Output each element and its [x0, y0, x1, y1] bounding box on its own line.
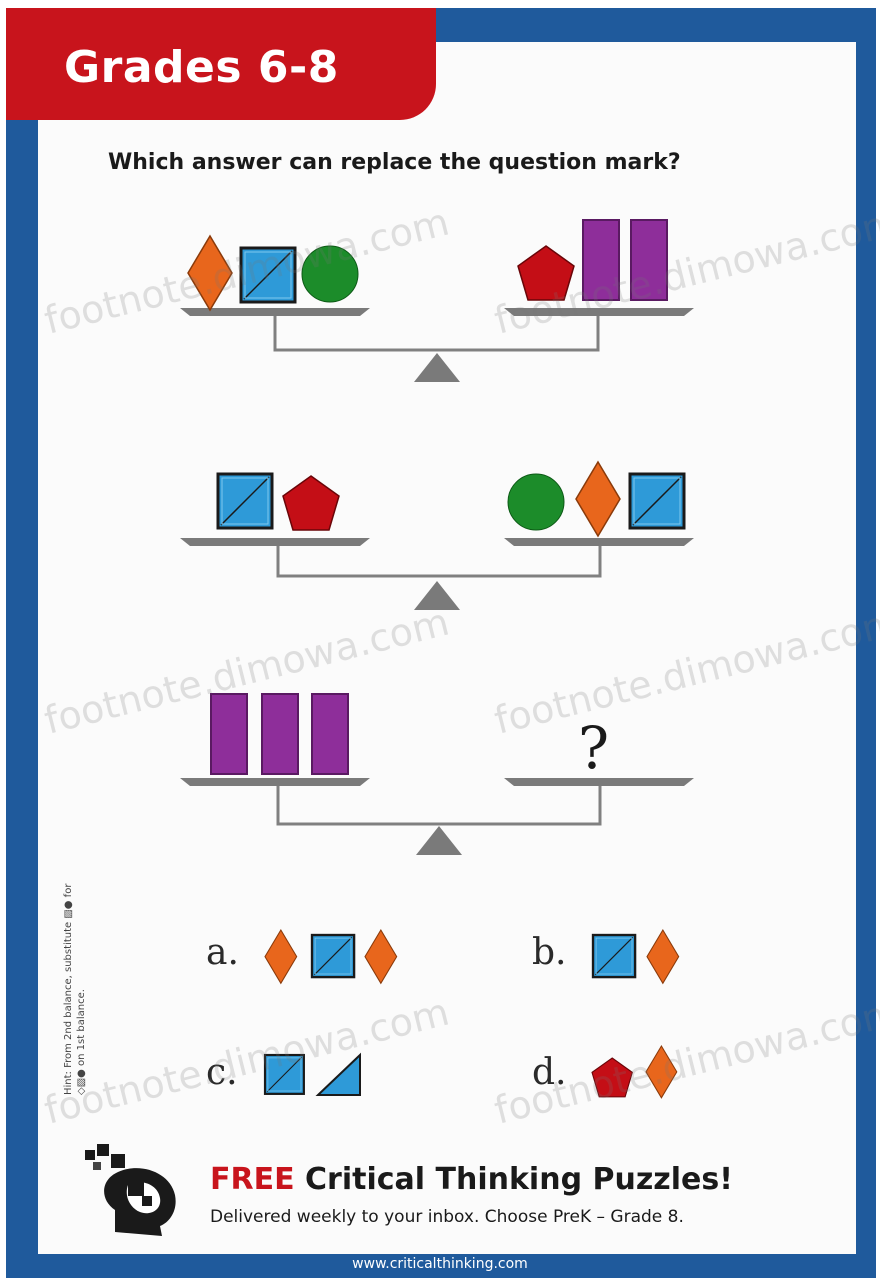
option-c-label[interactable]: c. [206, 1052, 238, 1093]
left-pan [180, 308, 370, 316]
square-icon [310, 933, 356, 979]
circle-icon [507, 473, 565, 531]
promo-subtitle: Delivered weekly to your inbox. Choose P… [210, 1207, 684, 1227]
pentagon-icon [591, 1057, 633, 1098]
promo-free: FREE [210, 1162, 295, 1197]
promo-title-rest: Critical Thinking Puzzles! [294, 1162, 733, 1197]
pentagon-icon [517, 245, 575, 301]
left-pan [180, 778, 370, 786]
diamond-icon [575, 461, 621, 537]
pentagon-icon [282, 475, 340, 531]
rectangle-icon [630, 219, 668, 301]
square-icon [591, 933, 637, 979]
balance-1 [180, 219, 694, 382]
circle-icon [301, 245, 359, 303]
square-icon [239, 246, 297, 304]
square-icon [216, 472, 274, 530]
option-d-label[interactable]: d. [532, 1052, 567, 1093]
triangle-icon [315, 1052, 361, 1096]
option-b-label[interactable]: b. [532, 932, 567, 973]
rectangle-icon [261, 693, 299, 775]
hint-text: Hint: From 2nd balance, substitute ▨● fo… [63, 883, 87, 1095]
promo-title: FREE Critical Thinking Puzzles! [210, 1162, 733, 1197]
hint-line-2: on 1st balance. [76, 989, 87, 1066]
question-mark: ? [578, 714, 610, 782]
fulcrum [414, 581, 460, 610]
rectangle-icon [311, 693, 349, 775]
balance-2 [180, 461, 694, 610]
footer-url[interactable]: www.criticalthinking.com [352, 1256, 528, 1272]
brain-head-logo-icon [85, 1144, 176, 1236]
left-pan [180, 538, 370, 546]
fulcrum [416, 826, 462, 855]
diamond-icon [646, 929, 680, 984]
square-icon [628, 472, 686, 530]
diamond-icon [264, 929, 298, 984]
grade-label: Grades 6-8 [64, 42, 339, 93]
diamond-icon [187, 235, 233, 311]
option-d-shapes [591, 1045, 678, 1099]
diamond-icon [364, 929, 398, 984]
right-pan [504, 308, 694, 316]
question-text: Which answer can replace the question ma… [108, 150, 681, 175]
option-a-label[interactable]: a. [206, 932, 239, 973]
option-a-shapes [264, 929, 398, 984]
rectangle-icon [582, 219, 620, 301]
hint-line-1: Hint: From 2nd balance, substitute [63, 921, 74, 1095]
grade-tab: Grades 6-8 [6, 8, 436, 120]
rectangle-icon [210, 693, 248, 775]
option-c-shapes [263, 1052, 361, 1096]
diamond-icon [645, 1045, 678, 1099]
fulcrum [414, 353, 460, 382]
hint-line-1-end: for [63, 883, 74, 898]
right-pan [504, 538, 694, 546]
puzzle-card [38, 42, 856, 1254]
option-b-shapes [591, 929, 680, 984]
balance-3 [180, 693, 694, 855]
square-icon [263, 1053, 305, 1095]
